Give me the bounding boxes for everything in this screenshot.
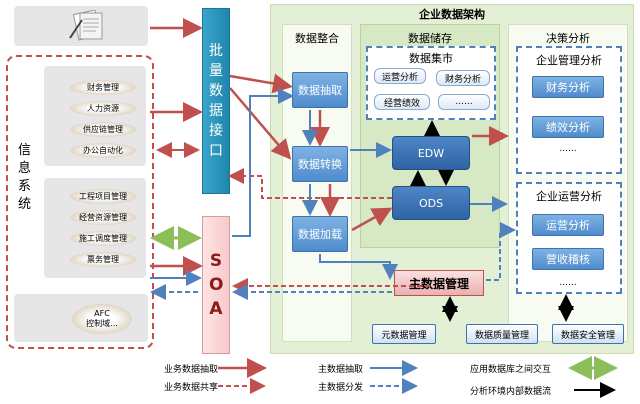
- data-security-mgmt: 数据安全管理: [552, 324, 624, 344]
- document-source-panel: [14, 6, 148, 46]
- load-step: 数据加载: [292, 216, 348, 252]
- data-mart-title: 数据集市: [409, 52, 453, 65]
- legend-master-extract: 主数据抽取: [318, 365, 364, 375]
- mgmt-performance: 绩效分析: [532, 116, 604, 138]
- integration-title: 数据整合: [295, 32, 339, 45]
- app-cylinder-1: 财务管理: [70, 80, 136, 95]
- afc-bottom-label: 控制域...: [86, 319, 118, 328]
- extract-step: 数据抽取: [292, 72, 348, 108]
- info-system-label: 信息系统: [18, 143, 32, 212]
- mart-more: ......: [438, 94, 490, 110]
- soa-bar: SOA: [202, 216, 230, 354]
- ops-operations: 运营分析: [532, 214, 604, 236]
- ops-analysis-frame: [516, 182, 622, 294]
- soa-label: SOA: [209, 251, 224, 319]
- batch-interface-bar: 批量数据接口: [202, 8, 230, 194]
- batch-interface-label: 批量数据接口: [209, 43, 223, 159]
- decision-title: 决策分析: [546, 32, 590, 45]
- ops-more: ......: [559, 278, 577, 288]
- app-cylinder-8: 票务管理: [70, 252, 136, 267]
- black-internal-arrows: [410, 120, 574, 322]
- mgmt-analysis-frame: [516, 46, 622, 174]
- app-cylinder-5: 工程项目管理: [70, 189, 136, 204]
- mgmt-analysis-title: 企业管理分析: [536, 54, 602, 67]
- blue-distribute-arrows: [150, 222, 516, 300]
- legend-arrows: [218, 356, 618, 398]
- mgmt-finance: 财务分析: [532, 76, 604, 98]
- metadata-mgmt: 元数据管理: [372, 324, 436, 344]
- mgmt-more: ......: [559, 144, 577, 154]
- legend-biz-share: 业务数据共享: [164, 383, 219, 393]
- app-cylinder-6: 经营资源管理: [70, 210, 136, 225]
- mart-ops: 运营分析: [374, 68, 426, 84]
- mart-finance: 财务分析: [436, 70, 490, 86]
- data-quality-mgmt: 数据质量管理: [466, 324, 538, 344]
- mart-performance: 经营绩效: [374, 94, 430, 110]
- blue-extract-arrows: [150, 88, 508, 286]
- ops-analysis-title: 企业运营分析: [536, 190, 602, 203]
- afc-cylinder: AFC 控制域...: [72, 304, 132, 334]
- legend-internal-flow: 分析环境内部数据流: [470, 387, 552, 397]
- red-share-arrows: [156, 142, 430, 294]
- legend-master-distribute: 主数据分发: [318, 383, 364, 393]
- red-extract-arrows: [150, 18, 509, 276]
- storage-title: 数据储存: [408, 32, 452, 45]
- app-cylinder-2: 人力资源: [70, 101, 136, 116]
- architecture-title: 企业数据架构: [419, 8, 485, 21]
- afc-top-label: AFC: [94, 309, 110, 318]
- ods-box: ODS: [392, 186, 470, 220]
- info-system-frame: [6, 55, 154, 349]
- app-cylinder-7: 施工调度管理: [70, 231, 136, 246]
- edw-box: EDW: [392, 136, 470, 170]
- app-cylinder-4: 办公自动化: [70, 143, 136, 158]
- master-data-box: 主数据管理: [394, 270, 484, 296]
- ops-revenue-audit: 营收稽核: [532, 248, 604, 270]
- legend-biz-extract: 业务数据抽取: [164, 365, 219, 375]
- legend-app-db-interaction: 应用数据库之间交互: [470, 365, 552, 375]
- app-cylinder-3: 供应链管理: [70, 122, 136, 137]
- document-icon: [69, 10, 103, 41]
